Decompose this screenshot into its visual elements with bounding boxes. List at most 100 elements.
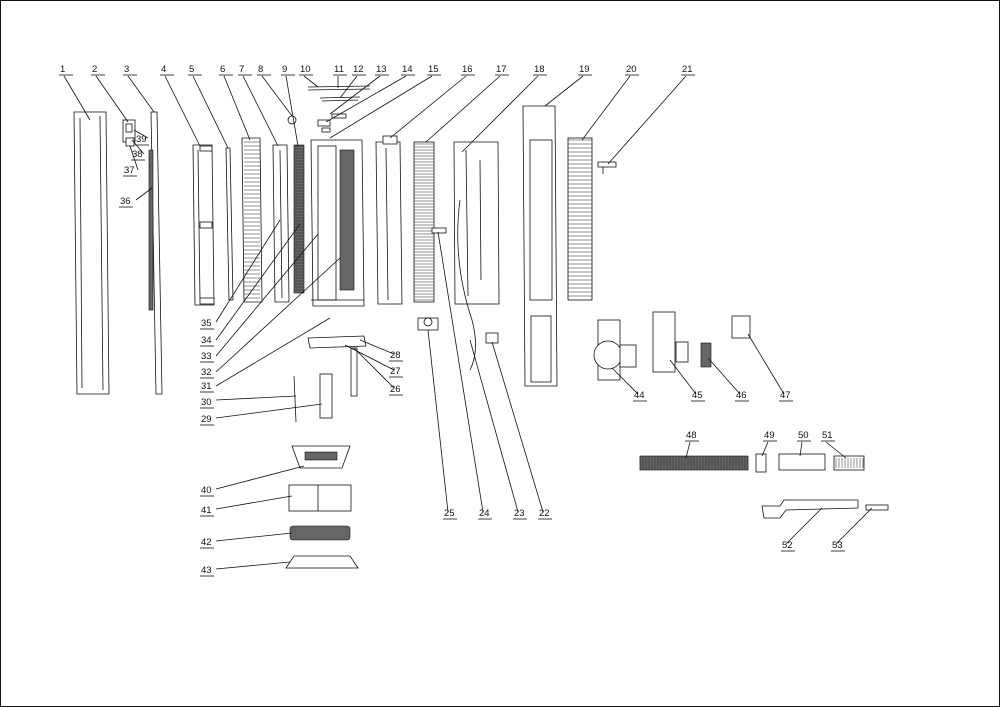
part-number-label: 9 <box>282 64 287 75</box>
callout-34: 34 <box>200 223 301 347</box>
part-number-label: 20 <box>626 64 637 75</box>
part-43-base <box>285 555 359 569</box>
callout-18: 18 <box>461 64 547 153</box>
part-17-fan <box>413 141 435 303</box>
part-number-label: 35 <box>201 318 212 329</box>
part-48-hose <box>639 455 749 471</box>
part-45-assembly <box>652 311 689 373</box>
part-46-coil <box>700 342 712 368</box>
part-number-label: 40 <box>201 485 212 496</box>
part-number-label: 32 <box>201 367 212 378</box>
callout-leader <box>707 357 741 395</box>
callout-19: 19 <box>544 64 592 107</box>
callout-42: 42 <box>200 532 293 549</box>
callout-40: 40 <box>200 465 305 497</box>
callout-25: 25 <box>427 329 457 520</box>
callout-leader <box>544 75 584 107</box>
part-number-label: 46 <box>736 390 747 401</box>
callout-10: 10 <box>299 64 319 88</box>
part-number-label: 13 <box>376 64 387 75</box>
callout-leader <box>437 231 484 513</box>
part-8-knob <box>287 115 297 125</box>
callout-9: 9 <box>281 64 299 147</box>
part-number-label: 29 <box>201 414 212 425</box>
callout-32: 32 <box>200 257 341 379</box>
part-number-label: 7 <box>239 64 244 75</box>
callout-29: 29 <box>200 403 323 426</box>
part-41-box <box>288 484 352 512</box>
part-number-label: 37 <box>124 165 135 176</box>
part-number-label: 21 <box>682 64 693 75</box>
callout-5: 5 <box>188 64 229 149</box>
part-number-label: 8 <box>258 64 263 75</box>
callout-3: 3 <box>123 64 155 113</box>
callout-leader <box>353 347 395 389</box>
part-number-label: 48 <box>686 430 697 441</box>
callout-13: 13 <box>329 64 389 115</box>
callout-leader <box>223 75 251 141</box>
callout-2: 2 <box>91 64 129 123</box>
part-5-rail <box>225 147 234 301</box>
callout-leader <box>581 75 631 141</box>
part-number-label: 49 <box>764 430 775 441</box>
callout-22: 22 <box>491 341 552 520</box>
part-10-13-rods <box>307 85 371 133</box>
part-4-frame <box>192 144 215 306</box>
part-number-label: 44 <box>634 390 645 401</box>
part-52-duct <box>761 499 859 519</box>
part-19-housing-frame <box>522 105 558 387</box>
part-number-label: 45 <box>692 390 703 401</box>
part-number-label: 15 <box>428 64 439 75</box>
part-6-filter <box>241 137 263 303</box>
callout-6: 6 <box>219 64 251 141</box>
callout-leader <box>242 75 279 147</box>
callout-leader <box>344 344 395 371</box>
part-20-grille <box>567 137 593 301</box>
part-number-label: 30 <box>201 397 212 408</box>
part-40-tray <box>291 445 351 469</box>
callout-48: 48 <box>685 430 699 459</box>
callout-leader <box>164 75 201 147</box>
part-25-motor <box>417 317 439 331</box>
callout-49: 49 <box>761 430 777 457</box>
callout-30: 30 <box>200 395 297 409</box>
callout-17: 17 <box>425 64 509 143</box>
part-number-label: 23 <box>514 508 525 519</box>
part-number-label: 18 <box>534 64 545 75</box>
callout-leader <box>825 441 847 459</box>
part-21-sensor <box>597 161 617 174</box>
part-42-ring <box>289 525 351 541</box>
part-number-label: 33 <box>201 351 212 362</box>
callout-leader <box>785 507 823 545</box>
part-22-clip <box>485 332 499 344</box>
callout-leader <box>129 145 139 171</box>
part-number-label: 1 <box>60 64 65 75</box>
part-number-label: 12 <box>353 64 364 75</box>
part-number-label: 51 <box>822 430 833 441</box>
part-number-label: 27 <box>390 366 401 377</box>
callout-15: 15 <box>329 64 441 139</box>
part-number-label: 6 <box>220 64 225 75</box>
part-29-30-plates <box>293 373 333 423</box>
callout-4: 4 <box>160 64 201 147</box>
callout-leader <box>127 75 155 113</box>
callout-leader <box>192 75 229 149</box>
callout-leader <box>611 367 639 395</box>
callout-leader <box>285 75 299 147</box>
part-number-label: 24 <box>479 508 490 519</box>
part-number-label: 39 <box>136 134 147 145</box>
part-number-label: 52 <box>782 540 793 551</box>
part-number-label: 19 <box>579 64 590 75</box>
part-number-label: 47 <box>780 390 791 401</box>
callout-45: 45 <box>669 359 705 402</box>
callout-8: 8 <box>257 64 293 117</box>
callout-38: 38 <box>131 139 145 161</box>
part-number-label: 5 <box>189 64 194 75</box>
callout-leader <box>761 441 769 457</box>
callout-leader <box>215 561 291 570</box>
callout-leader <box>425 75 501 143</box>
callout-leader <box>215 532 293 542</box>
